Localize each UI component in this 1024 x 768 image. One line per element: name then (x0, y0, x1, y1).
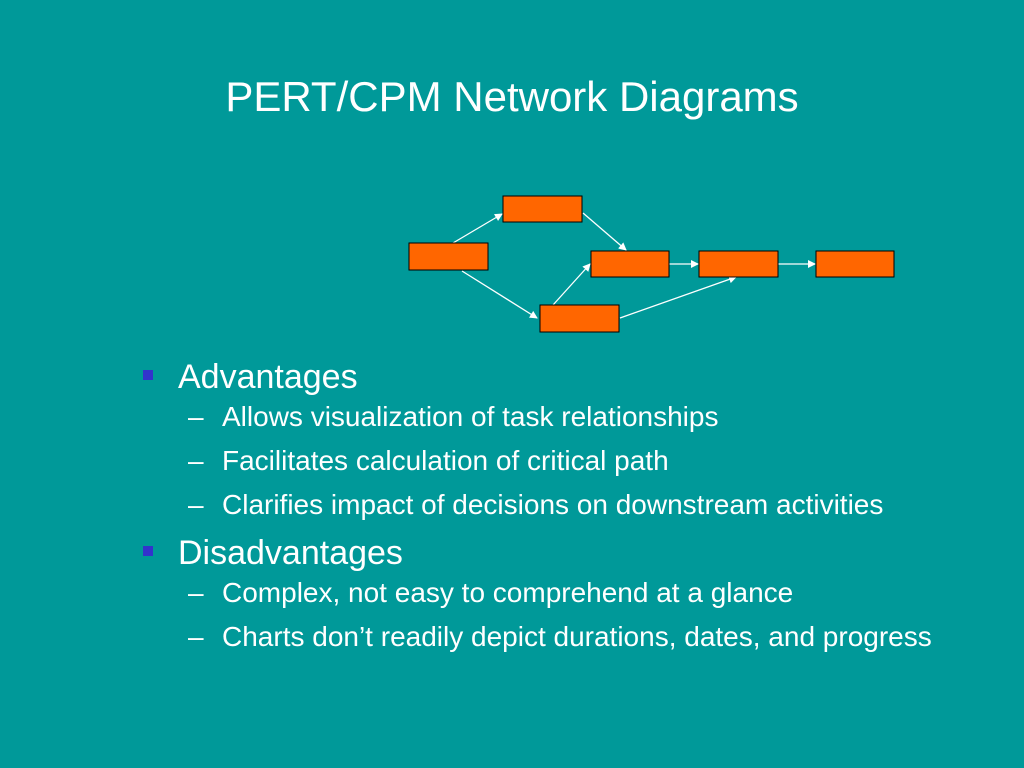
disadvantages-sublist: – Complex, not easy to comprehend at a g… (178, 576, 960, 654)
sub-bullet: – Clarifies impact of decisions on downs… (140, 488, 960, 522)
arrow-start-to-bottom (461, 270, 538, 319)
dash-bullet-icon: – (188, 577, 204, 608)
dash-bullet-icon: – (188, 401, 204, 432)
sub-bullet-text: Allows visualization of task relationshi… (222, 401, 719, 432)
dash-bullet-icon: – (188, 445, 204, 476)
sub-bullet: – Charts don’t readily depict durations,… (140, 620, 960, 654)
network-node-bottom (539, 304, 620, 333)
sub-bullet-text: Facilitates calculation of critical path (222, 445, 669, 476)
arrow-bottom-to-middle (552, 263, 591, 306)
slide-title: PERT/CPM Network Diagrams (225, 73, 799, 120)
sub-bullet-text: Charts don’t readily depict durations, d… (222, 621, 932, 652)
network-node-fourth (698, 250, 779, 278)
square-bullet-icon (143, 546, 153, 556)
dash-bullet-icon: – (188, 489, 204, 520)
arrow-bottom-to-fourth (619, 275, 737, 319)
dash-bullet-icon: – (188, 621, 204, 652)
bullet-disadvantages: Disadvantages – Complex, not easy to com… (140, 532, 960, 654)
network-node-top (502, 195, 583, 223)
bullet-list: Advantages – Allows visualization of tas… (140, 356, 960, 664)
arrow-top-to-middle (582, 212, 627, 251)
advantages-sublist: – Allows visualization of task relations… (178, 400, 960, 522)
sub-bullet-text: Complex, not easy to comprehend at a gla… (222, 577, 794, 608)
square-bullet-icon (143, 370, 153, 380)
network-node-start (408, 242, 489, 271)
sub-bullet: – Allows visualization of task relations… (140, 400, 960, 434)
network-node-middle (590, 250, 670, 278)
sub-bullet: – Complex, not easy to comprehend at a g… (140, 576, 960, 610)
sub-bullet: – Facilitates calculation of critical pa… (140, 444, 960, 478)
bullet-heading: Advantages (178, 358, 358, 396)
bullet-heading: Disadvantages (178, 534, 403, 572)
sub-bullet-text: Clarifies impact of decisions on downstr… (222, 489, 884, 520)
network-node-end (815, 250, 895, 278)
bullet-advantages: Advantages – Allows visualization of tas… (140, 356, 960, 522)
arrow-start-to-top (452, 213, 503, 244)
